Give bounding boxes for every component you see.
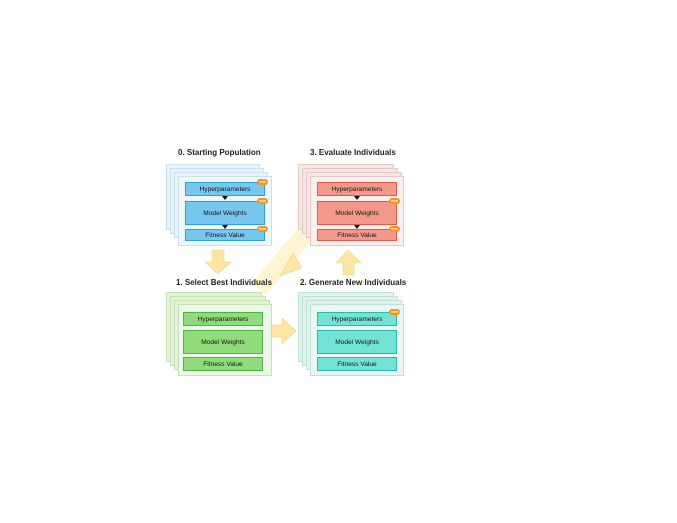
fitness-value-box: Fitness Value	[317, 357, 397, 371]
stage-select-title: 1. Select Best Individuals	[176, 278, 273, 287]
down-triangle-icon	[222, 225, 228, 229]
model-weights-box: Model Weights	[317, 330, 397, 354]
stage-generate-title: 2. Generate New Individuals	[300, 278, 407, 287]
down-triangle-icon	[222, 196, 228, 200]
arrow-start-to-select	[204, 249, 232, 275]
new-badge: new	[389, 198, 400, 204]
arrow-evaluate-to-select-head	[279, 252, 303, 277]
fitness-value-box: Fitness Value	[183, 357, 263, 371]
new-badge: new	[257, 198, 268, 204]
fitness-value-box: Fitness Value	[317, 229, 397, 241]
hyperparameters-box: Hyperparameters	[317, 312, 397, 326]
hyperparameters-box: Hyperparameters	[185, 182, 265, 196]
down-triangle-icon	[354, 225, 360, 229]
arrow-select-to-generate	[267, 317, 297, 345]
model-weights-box: Model Weights	[183, 330, 263, 354]
new-badge: new	[389, 226, 400, 232]
new-badge: new	[257, 226, 268, 232]
new-badge: new	[257, 179, 268, 185]
arrow-generate-to-evaluate	[335, 249, 362, 276]
new-badge: new	[389, 309, 400, 315]
hyperparameters-box: Hyperparameters	[183, 312, 263, 326]
model-weights-box: Model Weights	[185, 201, 265, 225]
down-triangle-icon	[354, 196, 360, 200]
arrow-evaluate-to-select	[252, 228, 312, 295]
model-weights-box: Model Weights	[317, 201, 397, 225]
stage-start-title: 0. Starting Population	[178, 148, 261, 157]
stage-evaluate-title: 3. Evaluate Individuals	[310, 148, 396, 157]
hyperparameters-box: Hyperparameters	[317, 182, 397, 196]
fitness-value-box: Fitness Value	[185, 229, 265, 241]
